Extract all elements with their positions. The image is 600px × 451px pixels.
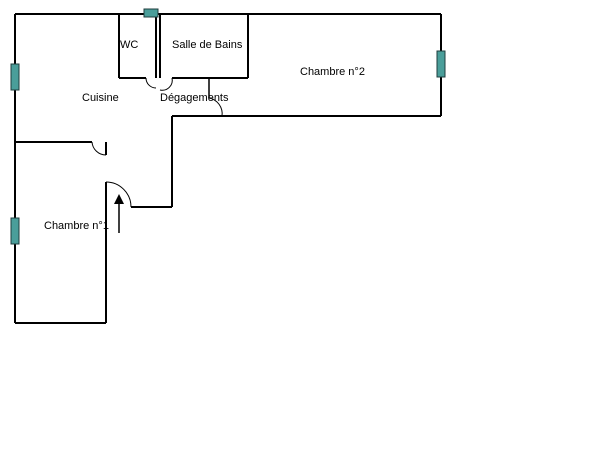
door-arc-entrance <box>105 181 132 208</box>
window-chambre2 <box>436 50 446 78</box>
windows <box>10 8 446 245</box>
door-arc-chambre2 <box>208 97 223 117</box>
label-wc: WC <box>120 39 138 51</box>
label-cuisine: Cuisine <box>82 92 119 104</box>
label-chambre-1: Chambre n°1 <box>44 220 109 232</box>
label-salle-de-bains: Salle de Bains <box>172 39 243 51</box>
room-labels: WC Salle de Bains Chambre n°2 Cuisine Dé… <box>44 39 365 232</box>
label-degagements: Dégagements <box>160 92 229 104</box>
entrance-arrow-head <box>114 194 124 204</box>
window-chambre1 <box>10 217 20 245</box>
window-top <box>143 8 159 18</box>
doors <box>91 77 223 208</box>
interior-walls <box>15 14 249 155</box>
door-arc-sdb <box>159 77 173 91</box>
door-arc-wc <box>145 77 157 89</box>
label-chambre-2: Chambre n°2 <box>300 66 365 78</box>
entrance-arrow <box>114 194 124 233</box>
outer-walls <box>14 13 442 324</box>
door-arc-chambre1-top <box>91 141 107 156</box>
window-cuisine <box>10 63 20 91</box>
